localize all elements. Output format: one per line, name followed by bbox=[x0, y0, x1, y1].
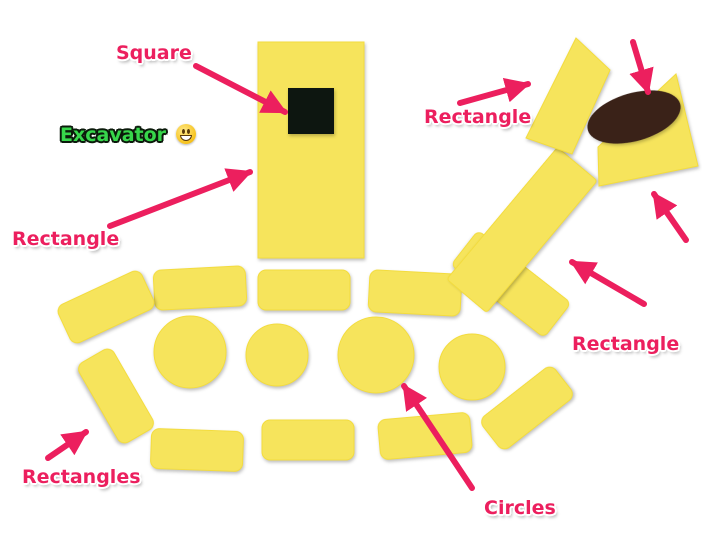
bucket-rectangle bbox=[525, 37, 611, 155]
label-circles: Circles bbox=[484, 497, 556, 519]
track-rect-right-bottom bbox=[481, 366, 573, 450]
label-rectangle-right: Rectangle bbox=[572, 333, 680, 355]
track-rect-bottom-2 bbox=[261, 419, 355, 461]
arrow-rectangle-right bbox=[569, 259, 647, 307]
track-rect-bottom-1 bbox=[150, 428, 244, 472]
label-rectangles: Rectangles bbox=[22, 466, 141, 488]
arrow-rectangle-left bbox=[107, 168, 253, 229]
arrow-rectangles bbox=[45, 429, 89, 461]
grinning-face-emoji-icon bbox=[176, 124, 196, 144]
arrow-circles bbox=[401, 383, 475, 491]
label-rectangle-top-right: Rectangle bbox=[424, 106, 532, 128]
wheel-circle-2 bbox=[245, 323, 309, 387]
track-rect-left-side bbox=[78, 348, 154, 444]
wheel-circle-4 bbox=[438, 333, 506, 401]
label-rectangle-left: Rectangle bbox=[12, 228, 120, 250]
track-rect-top-2 bbox=[257, 269, 351, 311]
wheel-circle-1 bbox=[153, 315, 227, 389]
bucket-oval bbox=[587, 90, 681, 144]
arrow-triangle bbox=[651, 191, 689, 243]
track-rect-top-3 bbox=[367, 269, 463, 317]
window-square bbox=[288, 88, 334, 134]
cab-rectangle bbox=[257, 41, 365, 259]
label-square: Square bbox=[116, 42, 192, 64]
arrow-rectangle-top-right bbox=[457, 77, 531, 106]
track-rect-left-top bbox=[57, 270, 155, 344]
arrow-square bbox=[193, 63, 288, 115]
wheel-circle-3 bbox=[337, 316, 415, 394]
arm-upper-rectangle bbox=[447, 148, 597, 312]
diagram-title: Excavator bbox=[60, 124, 167, 146]
arrow-oval bbox=[629, 39, 654, 95]
track-rect-top-1 bbox=[152, 265, 248, 311]
